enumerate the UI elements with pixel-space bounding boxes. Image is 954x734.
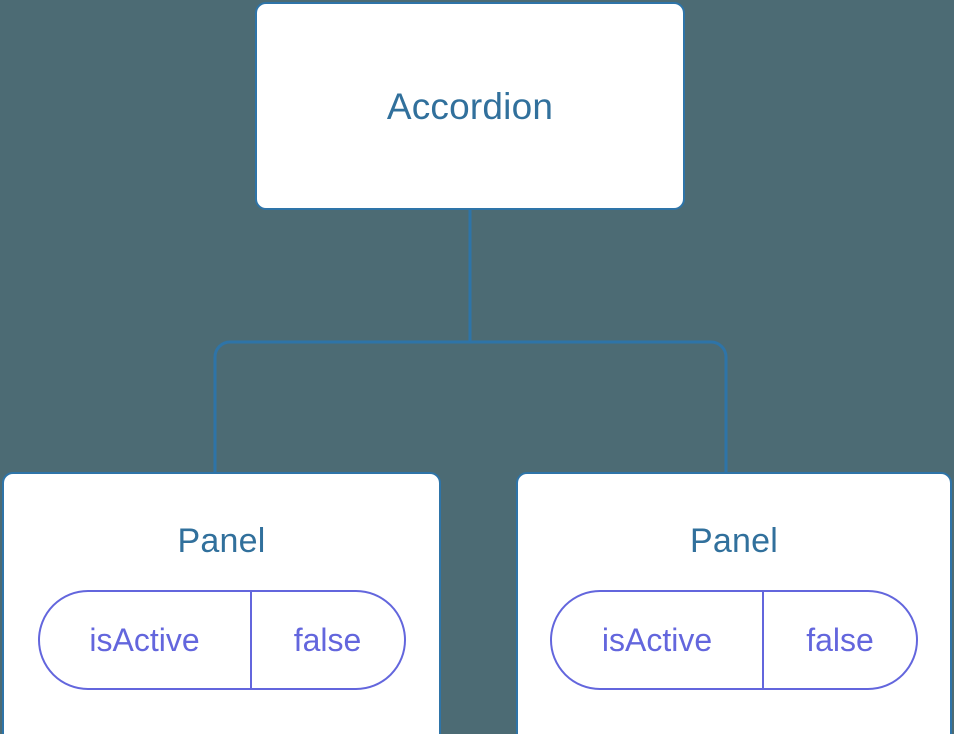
node-accordion[interactable]: Accordion	[255, 2, 685, 210]
state-value-label: false	[806, 622, 874, 658]
node-panel-right[interactable]: Panel isActive false	[516, 472, 952, 734]
node-accordion-title: Accordion	[386, 85, 554, 127]
state-pill-panel-left[interactable]: isActive false	[37, 590, 406, 690]
state-key-label: isActive	[552, 592, 764, 688]
state-pill-panel-right[interactable]: isActive false	[550, 590, 918, 690]
node-panel-right-title: Panel	[690, 522, 778, 560]
state-value-label: false	[293, 622, 362, 658]
node-panel-left[interactable]: Panel isActive false	[2, 472, 441, 734]
edge-bus-to-children	[213, 340, 728, 472]
node-panel-left-title: Panel	[177, 522, 266, 560]
state-key-label: isActive	[40, 592, 252, 688]
